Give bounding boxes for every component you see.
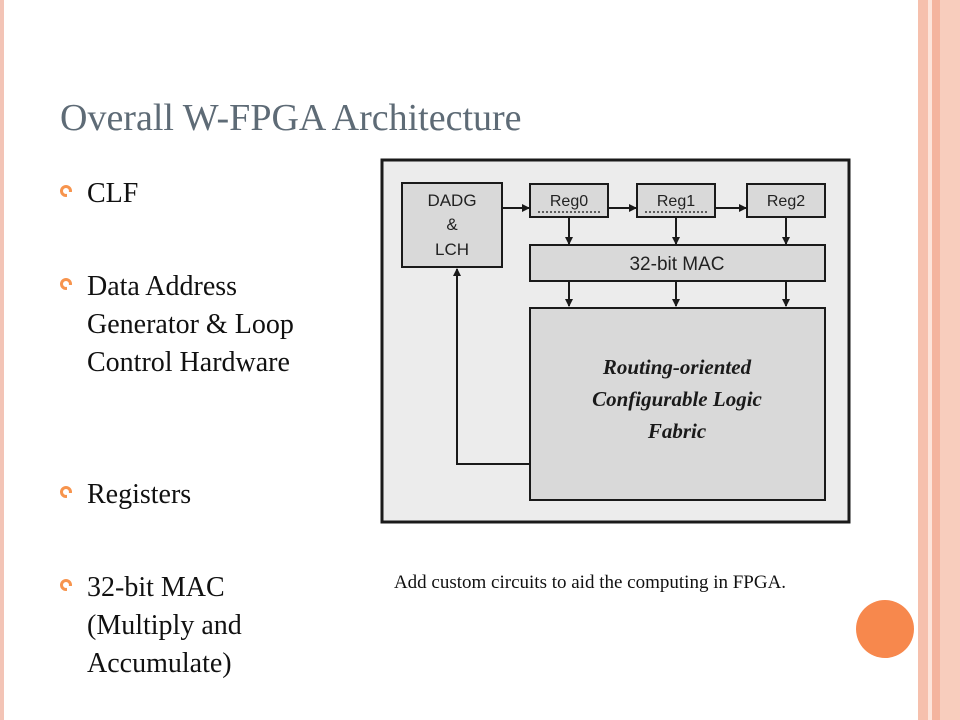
architecture-diagram: DADG & LCH Reg0 Reg1 Reg2 32-bit MAC R: [380, 158, 851, 524]
bullet-text: Data Address Generator & Loop Control Ha…: [87, 271, 294, 378]
bullet-item-registers: Registers: [60, 476, 360, 514]
left-border: [0, 0, 4, 720]
mac-to-fabric-arrows: [565, 281, 790, 307]
mac-block: 32-bit MAC: [529, 244, 826, 282]
bullet-text: CLF: [87, 178, 139, 209]
fabric-block: Routing-oriented Configurable Logic Fabr…: [529, 307, 826, 501]
bullet-ring-icon: [60, 579, 72, 591]
bullet-item-clf: CLF: [60, 175, 360, 213]
mac-label: 32-bit MAC: [629, 254, 724, 275]
bullet-item-mac: 32-bit MAC (Multiply and Accumulate): [60, 569, 320, 683]
dadg-label-line-3: LCH: [435, 240, 469, 259]
right-stripe-4: [940, 0, 960, 720]
bullet-ring-icon: [60, 486, 72, 498]
register-label: Reg2: [767, 193, 805, 210]
bullet-ring-icon: [60, 278, 72, 290]
reg-to-mac-arrows: [565, 217, 790, 245]
register-reg2: Reg2: [746, 183, 826, 218]
diagram-caption: Add custom circuits to aid the computing…: [393, 572, 787, 593]
register-reg1: Reg1: [636, 183, 716, 218]
fabric-label-line-3: Fabric: [647, 419, 707, 443]
slide-title: Overall W-FPGA Architecture: [60, 97, 522, 139]
dadg-label-line-1: DADG: [427, 191, 476, 210]
fabric-label-line-1: Routing-oriented: [602, 355, 752, 379]
bullet-text: 32-bit MAC (Multiply and Accumulate): [87, 572, 242, 679]
feedback-arrow: [453, 268, 530, 465]
fabric-label-line-2: Configurable Logic: [592, 387, 762, 411]
register-label: Reg1: [657, 193, 695, 210]
right-stripe-3: [932, 0, 940, 720]
register-label: Reg0: [550, 193, 588, 210]
orange-circle-decoration: [856, 600, 914, 658]
dadg-label-line-2: &: [446, 215, 458, 234]
register-reg0: Reg0: [529, 183, 609, 218]
bullet-ring-icon: [60, 185, 72, 197]
bullet-item-dadg: Data Address Generator & Loop Control Ha…: [60, 268, 310, 382]
right-stripe-2: [928, 0, 932, 720]
dadg-block: DADG & LCH: [401, 182, 503, 268]
right-stripe-1: [918, 0, 928, 720]
bullet-text: Registers: [87, 479, 192, 510]
